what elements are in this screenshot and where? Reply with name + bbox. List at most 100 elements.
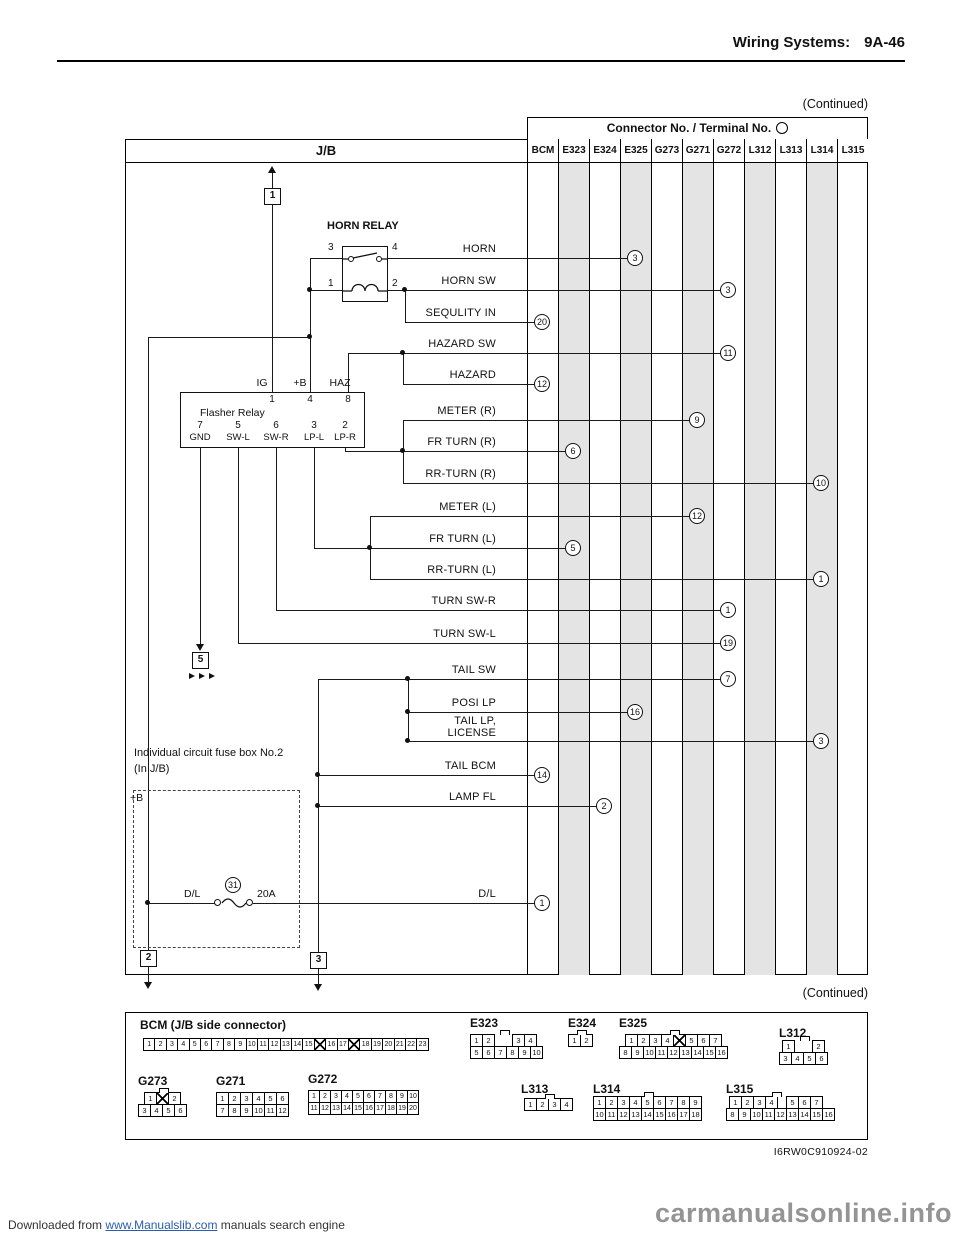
terminal-circle: 3 — [627, 250, 643, 266]
wire — [403, 483, 821, 485]
signal-label: METER (R) — [437, 405, 496, 417]
cell: L314 — [806, 139, 837, 163]
ground-arrow-icon — [199, 673, 205, 679]
cell: 1 — [524, 1098, 537, 1111]
flasher-lpr-label: LP-R — [334, 432, 356, 443]
wire — [314, 548, 573, 550]
signal-label: FR TURN (L) — [429, 533, 496, 545]
wire — [148, 967, 150, 982]
wire — [318, 679, 728, 681]
wire — [370, 579, 821, 581]
flasher-relay-box — [180, 392, 365, 448]
wire — [310, 258, 342, 260]
signal-label: POSI LP — [451, 697, 496, 709]
wire — [310, 258, 312, 392]
flasher-pin-2: 2 — [342, 420, 348, 431]
footer: Downloaded from www.Manualslib.com manua… — [8, 1218, 345, 1232]
cell: 11 — [605, 1108, 618, 1121]
flasher-pin-5: 5 — [235, 420, 241, 431]
g273-connector-name: G273 — [138, 1074, 168, 1088]
terminal-circle-icon — [776, 122, 789, 134]
fuse-supply-label: +B — [130, 792, 144, 804]
signal-label: D/L — [478, 888, 496, 900]
cell: 8 — [506, 1046, 519, 1059]
wire — [345, 448, 347, 452]
wire — [148, 337, 310, 339]
wire — [388, 258, 635, 260]
column-stripe — [558, 163, 589, 975]
relay-coil-icon — [343, 283, 387, 292]
g272-connector-name: G272 — [308, 1072, 338, 1086]
flasher-haz-label: HAZ — [329, 377, 351, 389]
junction-dot — [315, 803, 320, 808]
cell: 3 — [165, 1038, 179, 1051]
wire — [318, 775, 542, 777]
wire — [238, 643, 728, 645]
junction-dot — [307, 287, 312, 292]
flasher-b-label: +B — [293, 377, 307, 389]
manualslib-link[interactable]: www.Manualslib.com — [105, 1218, 218, 1232]
column-stripe — [682, 163, 713, 975]
connector-terminal-header: Connector No. / Terminal No. — [527, 117, 868, 140]
wire — [314, 448, 316, 548]
cell: 4 — [560, 1098, 573, 1111]
fuse-terminal-icon — [214, 899, 221, 906]
flasher-swl-label: SW-L — [226, 432, 250, 443]
cell: L313 — [775, 139, 806, 163]
signal-label: HAZARD — [449, 369, 496, 381]
cell: 10 — [530, 1046, 543, 1059]
flasher-pin-4: 4 — [307, 394, 313, 405]
signal-label: LICENSE — [447, 727, 496, 739]
column-stripe — [806, 163, 837, 975]
terminal-circle: 12 — [534, 376, 550, 392]
column-stripe — [744, 163, 775, 975]
e325-connector-name: E325 — [619, 1016, 648, 1030]
ground-arrow-icon — [189, 673, 195, 679]
terminal-circle: 7 — [720, 671, 736, 687]
jb-header-cell: J/B — [125, 139, 527, 163]
wire — [403, 420, 697, 422]
wire — [272, 173, 274, 188]
junction-dot — [400, 448, 405, 453]
flasher-pin-3: 3 — [311, 420, 317, 431]
cell: 10 — [593, 1108, 606, 1121]
terminal-circle: 11 — [720, 345, 736, 361]
cell: E325 — [620, 139, 651, 163]
terminal-circle: 12 — [689, 508, 705, 524]
column-stripe — [620, 163, 651, 975]
horn-relay-pin1: 1 — [328, 278, 334, 289]
arrow-down-icon — [196, 644, 204, 651]
footer-suffix: manuals search engine — [220, 1218, 345, 1232]
flasher-lpl-label: LP-L — [303, 432, 325, 443]
cell: 2 — [580, 1034, 593, 1047]
cell: 9 — [234, 1038, 247, 1051]
arrow-up-icon — [268, 166, 276, 173]
junction-dot — [405, 738, 410, 743]
cell: 14 — [798, 1108, 811, 1121]
column-stripe — [527, 163, 558, 975]
column-stripe — [651, 163, 682, 975]
page-connector-5: 5 — [192, 652, 209, 669]
wire — [370, 516, 697, 518]
ground-arrow-icon — [209, 673, 215, 679]
signal-label: TAIL LP, — [454, 715, 496, 727]
column-stripe — [837, 163, 868, 975]
cell: G271 — [682, 139, 713, 163]
wire — [348, 353, 350, 392]
document-code: I6RW0C910924-02 — [773, 1146, 868, 1158]
page-number: 9A-46 — [864, 34, 905, 51]
signal-label: FR TURN (R) — [427, 436, 496, 448]
wire — [405, 322, 542, 324]
horn-relay-box — [342, 246, 388, 302]
e323-connector-name: E323 — [470, 1016, 499, 1030]
horn-relay-pin2: 2 — [392, 278, 398, 289]
